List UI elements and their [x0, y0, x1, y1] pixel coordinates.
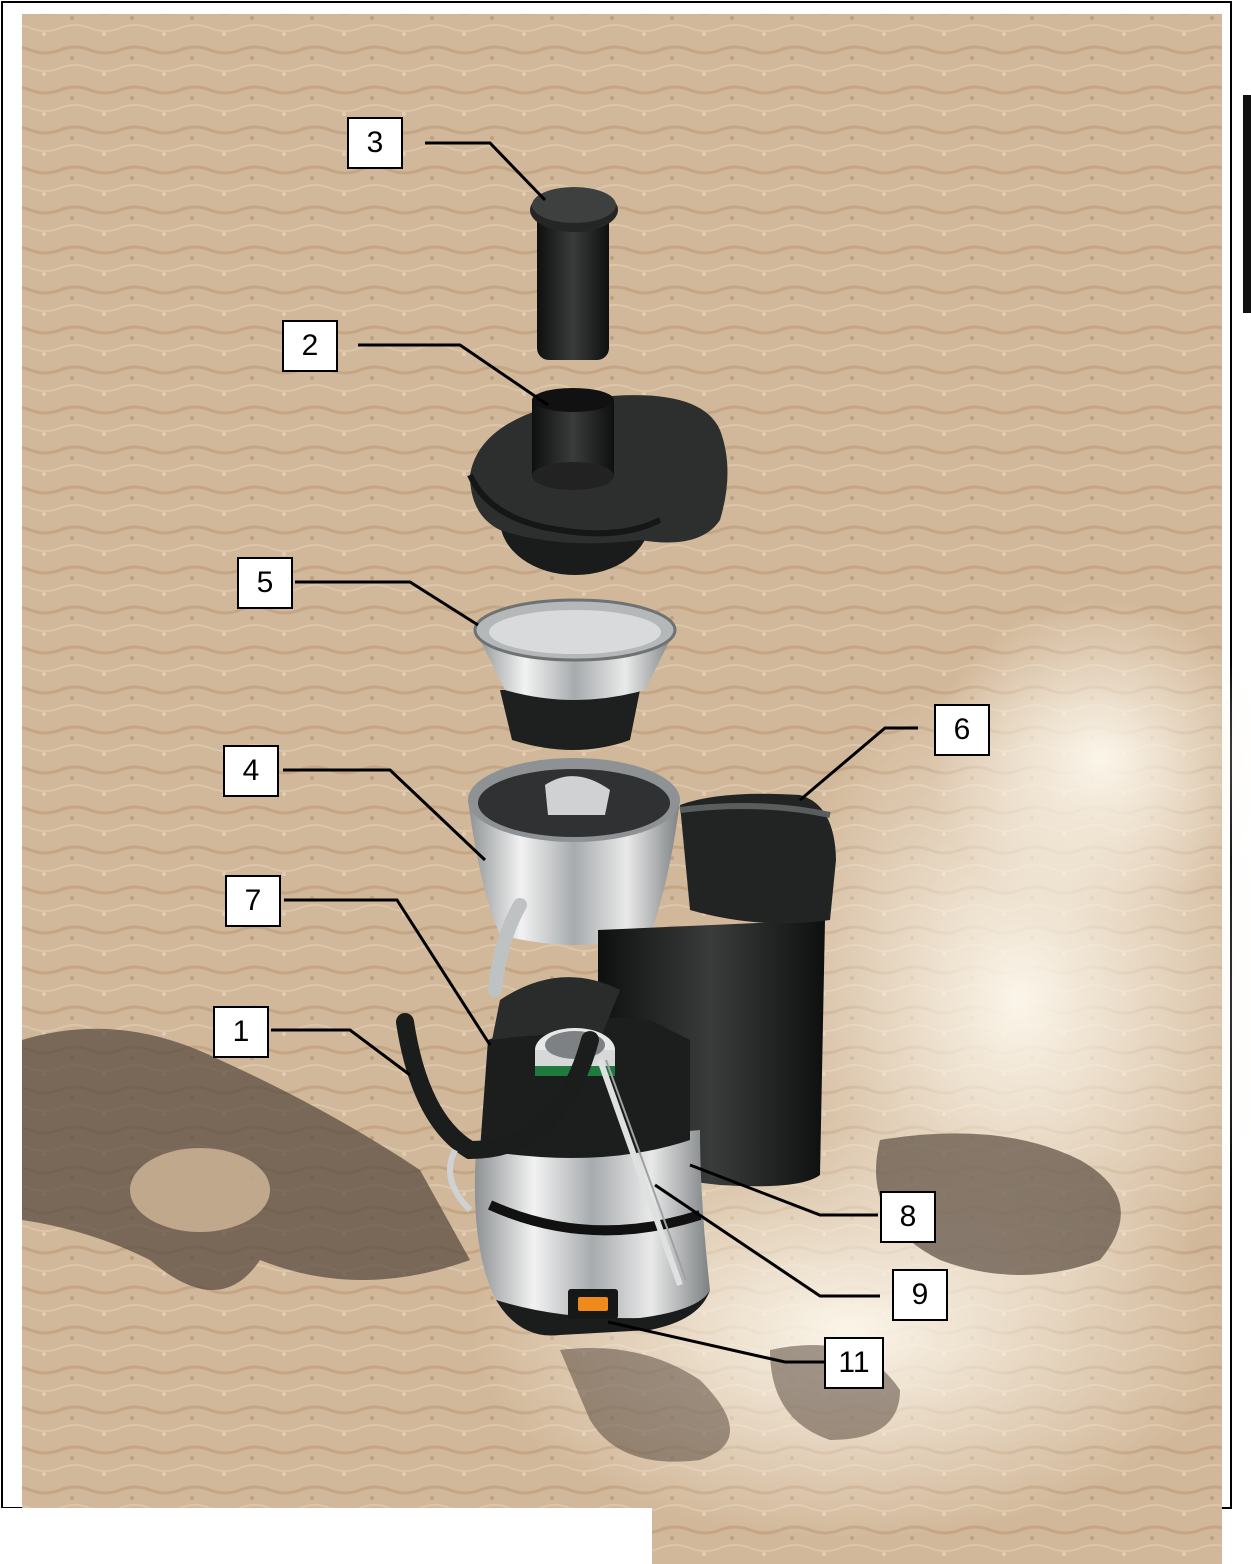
callout-3: 3: [347, 117, 403, 169]
callout-6: 6: [934, 704, 990, 756]
shadow: [130, 1148, 270, 1232]
bottom-page-strip: [0, 1508, 652, 1564]
callout-1: 1: [213, 1006, 269, 1058]
callout-4: 4: [223, 745, 279, 797]
callout-8: 8: [880, 1191, 936, 1243]
callout-2: 2: [282, 320, 338, 372]
callout-7: 7: [225, 875, 281, 927]
callout-9: 9: [892, 1269, 948, 1321]
callout-11: 11: [824, 1337, 884, 1389]
callout-5: 5: [237, 557, 293, 609]
pusher-part: [530, 187, 618, 360]
side-tab-marker: [1243, 95, 1251, 313]
